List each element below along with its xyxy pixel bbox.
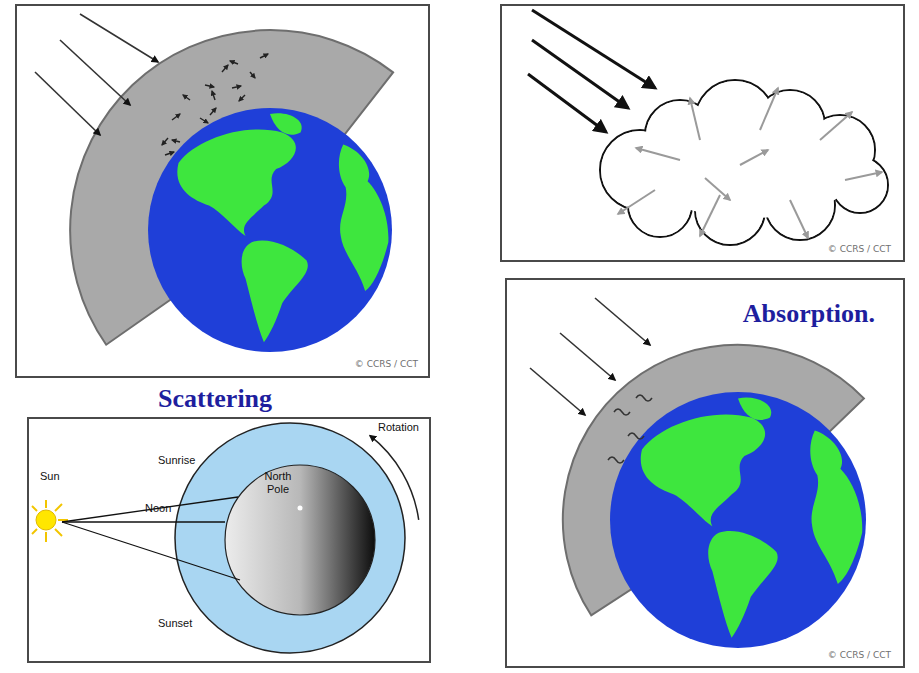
rotation-figure	[28, 418, 430, 662]
scattering-figure	[35, 14, 393, 352]
absorption-marks	[608, 395, 652, 463]
pole-label: North Pole	[256, 470, 300, 496]
atmosphere-ring	[175, 423, 405, 653]
copyright-note: © CCRS / CCT	[828, 650, 891, 661]
panel-frame	[28, 418, 430, 662]
cloud-figure	[528, 10, 888, 245]
panel-title: Scattering	[158, 385, 272, 414]
figure-panel: Absorption. © CCRS / CCT	[505, 278, 905, 668]
sun-symbol	[32, 500, 68, 542]
position-label: Noon	[145, 502, 171, 515]
absorption-figure	[530, 298, 866, 648]
copyright-note: © CCRS / CCT	[828, 244, 891, 255]
earth-globe	[148, 108, 392, 352]
earth-disc	[225, 465, 375, 615]
sun-rays	[62, 497, 240, 580]
reflected-rays	[618, 88, 882, 238]
position-label: Sunset	[158, 617, 192, 630]
rotation-label: Rotation	[378, 421, 419, 434]
sun-label: Sun	[40, 470, 60, 483]
earth-globe	[610, 392, 866, 648]
figure-panel: © CCRS / CCT	[15, 4, 430, 378]
figure-panel: © CCRS / CCT	[500, 4, 905, 262]
rotation-arrow	[370, 436, 419, 520]
position-label: Sunrise	[158, 454, 195, 467]
panel-title: Absorption.	[743, 300, 875, 329]
copyright-note: © CCRS / CCT	[355, 359, 418, 370]
scattering-particles	[162, 54, 268, 155]
